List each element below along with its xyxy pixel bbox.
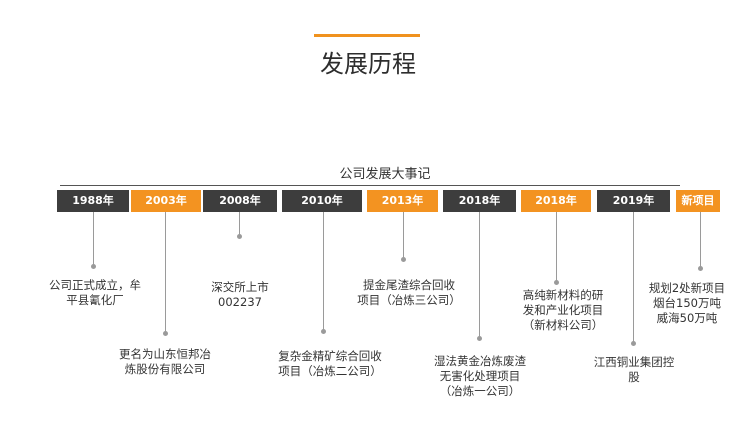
connector-dot <box>91 264 96 269</box>
connector-dot <box>554 280 559 285</box>
title-accent-bar <box>314 34 420 37</box>
connector-line <box>700 212 701 268</box>
year-badge-2003: 2003年 <box>131 190 201 212</box>
year-badge-2018-a: 2018年 <box>443 190 516 212</box>
connector-line <box>633 212 634 343</box>
connector-line <box>403 212 404 259</box>
milestone-2019-text: 江西铜业集团控 股 <box>593 355 675 384</box>
connector-dot <box>477 336 482 341</box>
timeline-axis <box>60 185 680 186</box>
year-badge-2019: 2019年 <box>597 190 670 212</box>
milestone-2018a-text: 湿法黄金冶炼废渣 无害化处理项目 （冶炼一公司） <box>434 354 526 398</box>
connector-line <box>239 212 240 236</box>
connector-dot <box>401 257 406 262</box>
milestone-2018b-text: 高纯新材料的研 发和产业化项目 （新材料公司） <box>522 288 604 332</box>
connector-dot <box>163 331 168 336</box>
milestone-2013-text: 提金尾渣综合回收 项目（冶炼三公司） <box>357 278 461 307</box>
connector-dot <box>237 234 242 239</box>
connector-dot <box>321 329 326 334</box>
milestone-2003-text: 更名为山东恒邦冶 炼股份有限公司 <box>119 347 211 376</box>
year-badge-new: 新项目 <box>676 190 720 212</box>
connector-dot <box>631 341 636 346</box>
milestone-1988-text: 公司正式成立，牟 平县氰化厂 <box>49 278 141 307</box>
year-badge-1988: 1988年 <box>57 190 129 212</box>
year-badge-2008: 2008年 <box>203 190 277 212</box>
milestone-2008-text: 深交所上市 002237 <box>211 280 269 309</box>
timeline-subtitle: 公司发展大事记 <box>339 167 431 182</box>
connector-line <box>556 212 557 282</box>
year-badge-2018-b: 2018年 <box>521 190 591 212</box>
connector-line <box>93 212 94 266</box>
connector-line <box>479 212 480 338</box>
page-title: 发展历程 <box>320 50 416 78</box>
connector-line <box>165 212 166 333</box>
milestone-2010-text: 复杂金精矿综合回收 项目（冶炼二公司） <box>278 349 382 378</box>
connector-line <box>323 212 324 331</box>
connector-dot <box>698 266 703 271</box>
milestone-new-text: 规划2处新项目 烟台150万吨 威海50万吨 <box>648 281 726 325</box>
year-badge-2010: 2010年 <box>282 190 362 212</box>
year-badge-2013: 2013年 <box>367 190 438 212</box>
